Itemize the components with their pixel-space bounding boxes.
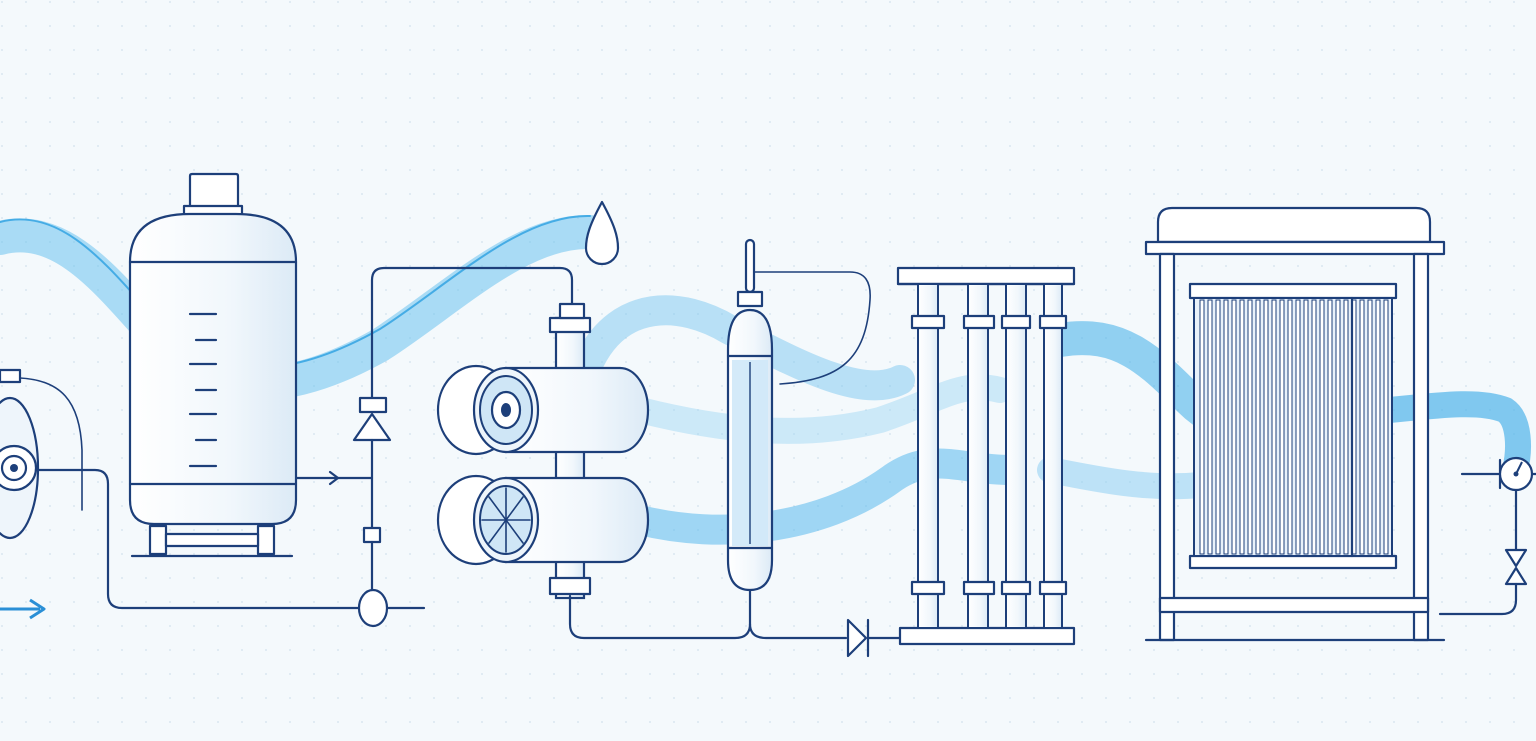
module-plate xyxy=(1247,299,1253,555)
module-plate xyxy=(1303,299,1309,555)
module-plate xyxy=(1279,299,1285,555)
filter-tube-2 xyxy=(962,283,996,629)
filter-tube-4 xyxy=(1038,283,1068,629)
water-droplet-icon xyxy=(584,200,620,266)
module-plate xyxy=(1223,299,1229,555)
module-plate xyxy=(1335,299,1341,555)
filter-rack xyxy=(896,266,1076,646)
cartridge-filter-icon xyxy=(436,364,650,456)
module-plate xyxy=(1343,299,1349,555)
module-plate xyxy=(1231,299,1237,555)
storage-tank xyxy=(128,172,298,558)
module-plate xyxy=(1215,299,1221,555)
pipe-network-left xyxy=(34,468,426,610)
check-valve-1 xyxy=(352,266,574,628)
inlet-pump xyxy=(0,368,83,540)
plate-stack xyxy=(1199,299,1389,555)
filter-tube-1 xyxy=(910,283,946,629)
module-plate xyxy=(1287,299,1293,555)
module-plate xyxy=(1255,299,1261,555)
cartridge-filter-icon xyxy=(436,474,650,566)
water-stream-lower xyxy=(627,374,1013,444)
uv-column xyxy=(726,238,871,640)
tank-level-marks xyxy=(188,312,218,468)
filter-tube-3 xyxy=(1000,283,1032,629)
module-plate xyxy=(1295,299,1301,555)
flow-arrow-icon xyxy=(0,598,46,620)
module-plate xyxy=(1311,299,1317,555)
module-plate xyxy=(1375,299,1381,555)
module-plate xyxy=(1271,299,1277,555)
tank-stand xyxy=(130,524,294,558)
check-valve-icon xyxy=(846,618,904,658)
module-plate xyxy=(1207,299,1213,555)
inline-pump-ring xyxy=(357,588,389,628)
module-plate xyxy=(1327,299,1333,555)
outlet-assembly xyxy=(1438,456,1536,616)
pressure-gauge-icon xyxy=(1498,456,1534,492)
module-plate xyxy=(1367,299,1373,555)
module-plate xyxy=(1359,299,1365,555)
module-plate xyxy=(1383,299,1389,555)
water-stream-bottom xyxy=(625,448,1025,545)
module-plate xyxy=(1239,299,1245,555)
module-plate xyxy=(1319,299,1325,555)
module-plate xyxy=(1263,299,1269,555)
module-plate xyxy=(1199,299,1205,555)
plate-module xyxy=(1144,206,1446,642)
membrane-housing-pair xyxy=(436,302,752,640)
water-stream-rack-low xyxy=(1037,457,1213,500)
